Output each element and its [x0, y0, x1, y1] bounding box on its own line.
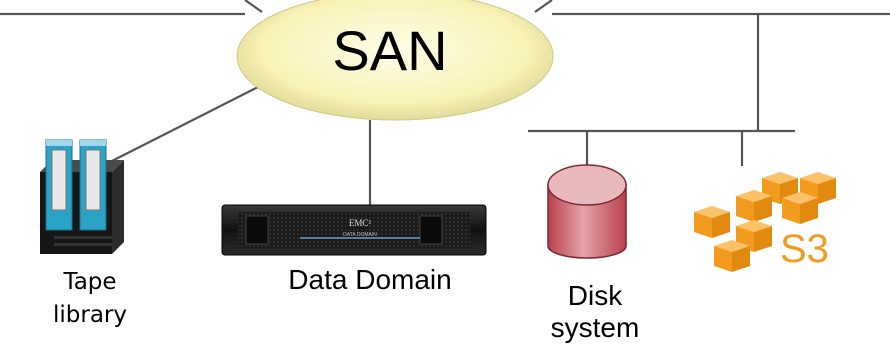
- s3-cubes-icon: S3: [694, 172, 836, 272]
- tape-library-label: Tape library: [30, 266, 150, 332]
- disk-system-label-line2: system: [550, 312, 640, 343]
- san-label: SAN: [332, 19, 448, 82]
- san-cloud-shape: [236, 0, 554, 121]
- data-domain-label: Data Domain: [288, 264, 452, 295]
- link-top-right-diag: [534, 0, 553, 13]
- link-top-left-diag: [244, 0, 263, 13]
- data-domain-appliance-icon: EMC² DATA DOMAIN: [221, 204, 487, 256]
- data-domain-panel-text: DATA DOMAIN: [343, 232, 377, 238]
- disk-system-label-line1: Disk: [567, 280, 623, 311]
- data-domain-brand-text: EMC²: [349, 218, 372, 228]
- disk-cylinder-icon: [547, 164, 627, 259]
- s3-label: S3: [780, 227, 829, 271]
- connection-lines: [0, 0, 890, 205]
- disk-system-label: Disk system: [520, 280, 670, 344]
- tape-library-label-line2: library: [53, 302, 127, 328]
- tape-library-label-line1: Tape: [63, 269, 117, 295]
- tape-library-icon: [40, 139, 124, 254]
- link-san-tape: [107, 84, 263, 164]
